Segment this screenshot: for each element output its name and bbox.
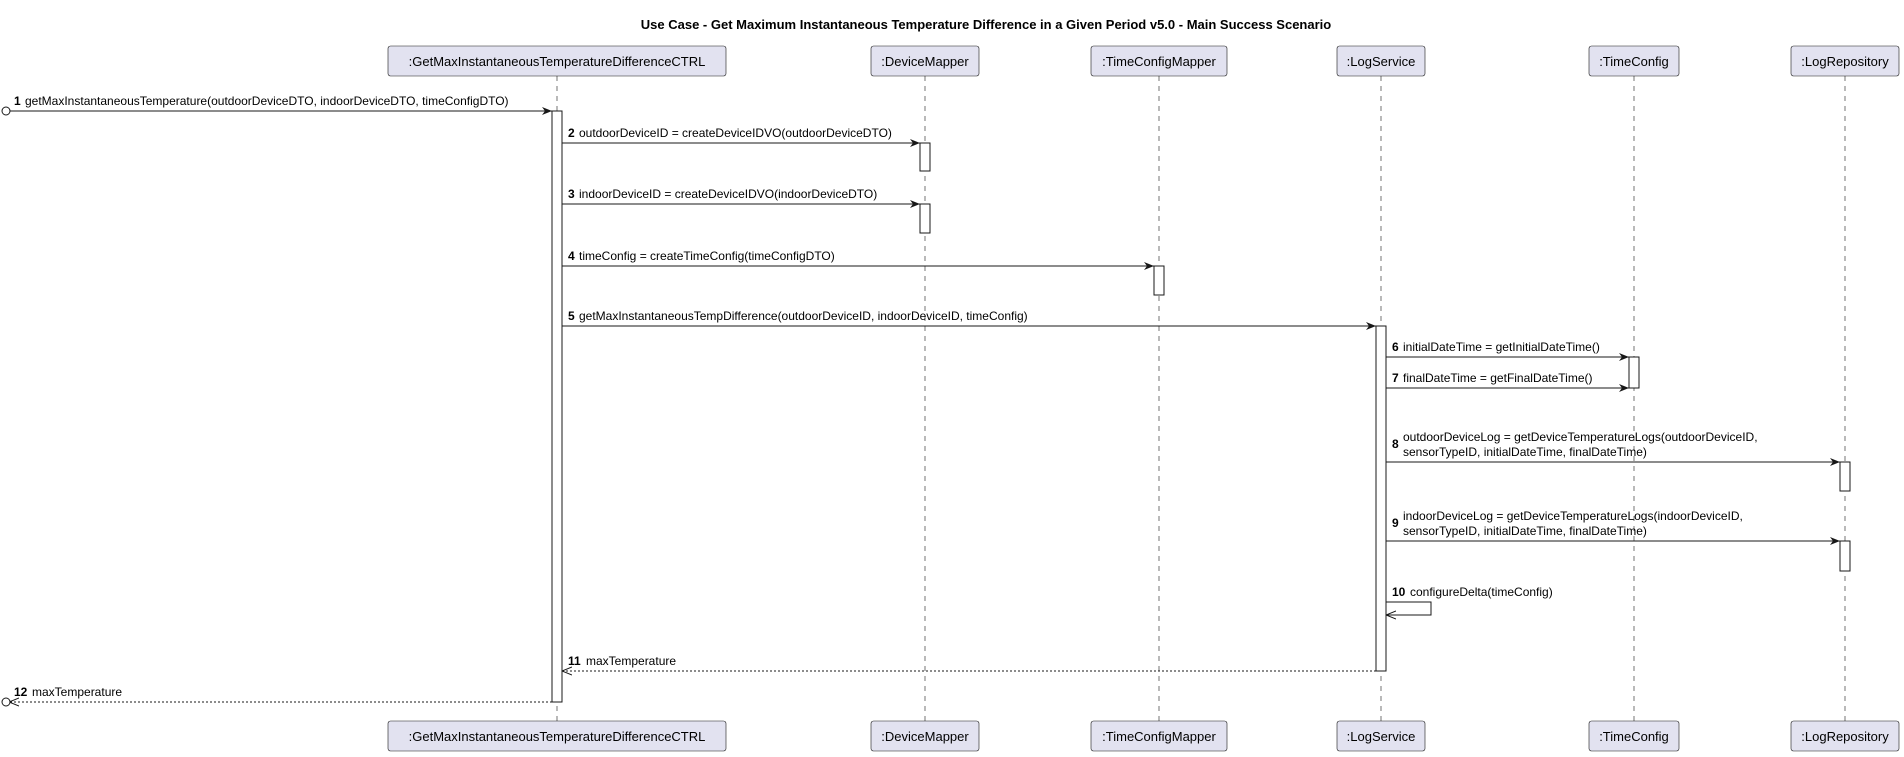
message-number: 6 (1392, 340, 1399, 354)
participant-footer-row: :GetMaxInstantaneousTemperatureDifferenc… (387, 720, 1900, 752)
message-8: 8 outdoorDeviceLog = getDeviceTemperature… (1386, 430, 1840, 466)
message-number: 7 (1392, 371, 1399, 385)
message-label: indoorDeviceID = createDeviceIDVO(indoor… (579, 187, 877, 201)
participant-tcmap-bottom: :TimeConfigMapper (1090, 720, 1228, 752)
message-number: 10 (1392, 585, 1406, 599)
participant-label: :TimeConfigMapper (1102, 729, 1216, 744)
activation-bars (551, 110, 1851, 703)
message-number: 8 (1392, 437, 1399, 451)
participant-label: :TimeConfig (1599, 54, 1669, 69)
participant-label: :DeviceMapper (881, 54, 969, 69)
participant-label: :TimeConfig (1599, 729, 1669, 744)
message-label: sensorTypeID, initialDateTime, finalDate… (1403, 445, 1647, 459)
message-number: 9 (1392, 516, 1399, 530)
participant-box (387, 720, 727, 752)
participant-box (1790, 720, 1900, 752)
message-number: 12 (14, 685, 28, 699)
participant-header-row: :GetMaxInstantaneousTemperatureDifferenc… (387, 45, 1900, 77)
message-5: 5 getMaxInstantaneousTempDifference(outdo… (562, 309, 1376, 330)
participant-box (870, 720, 980, 752)
participant-logsvc-bottom: :LogService (1336, 720, 1426, 752)
participant-box (1090, 45, 1228, 77)
activation-bar-logrepo (1839, 461, 1851, 492)
message-number: 1 (14, 94, 21, 108)
found-message-endpoint (1, 106, 11, 116)
message-4: 4 timeConfig = createTimeConfig(timeConfi… (562, 249, 1154, 270)
activation-bar-devmap (919, 203, 931, 234)
activation-bar-devmap (919, 142, 931, 172)
message-label: outdoorDeviceLog = getDeviceTemperatureL… (1403, 430, 1758, 444)
participant-devmap-bottom: :DeviceMapper (870, 720, 980, 752)
participant-tcmap-top: :TimeConfigMapper (1090, 45, 1228, 77)
message-label: initialDateTime = getInitialDateTime() (1403, 340, 1600, 354)
message-number: 3 (568, 187, 575, 201)
message-label: getMaxInstantaneousTempDifference(outdoo… (579, 309, 1028, 323)
participant-label: :GetMaxInstantaneousTemperatureDifferenc… (409, 54, 706, 69)
activation-bar-logsvc (1375, 325, 1387, 672)
message-label: finalDateTime = getFinalDateTime() (1403, 371, 1593, 385)
participant-ctrl-bottom: :GetMaxInstantaneousTemperatureDifferenc… (387, 720, 727, 752)
message-10: 10 configureDelta(timeConfig) (1386, 585, 1553, 615)
message-12: 12 maxTemperature (1, 685, 552, 707)
message-label: configureDelta(timeConfig) (1410, 585, 1553, 599)
participant-box (1588, 720, 1680, 752)
activation-bar-tc (1628, 356, 1640, 389)
participant-logrepo-bottom: :LogRepository (1790, 720, 1900, 752)
participant-label: :LogRepository (1801, 54, 1889, 69)
message-label: maxTemperature (32, 685, 122, 699)
self-call-arrow (1386, 601, 1432, 615)
participant-label: :LogService (1347, 729, 1416, 744)
activation-bar-ctrl (551, 110, 563, 703)
message-9: 9 indoorDeviceLog = getDeviceTemperatureL… (1386, 509, 1840, 545)
message-number: 5 (568, 309, 575, 323)
participant-box (1790, 45, 1900, 77)
participant-label: :LogRepository (1801, 729, 1889, 744)
message-1: 1 getMaxInstantaneousTemperature(outdoorD… (1, 94, 552, 116)
activation-bar-tcmap (1153, 265, 1165, 296)
participant-tc-bottom: :TimeConfig (1588, 720, 1680, 752)
participant-box (387, 45, 727, 77)
message-7: 7 finalDateTime = getFinalDateTime() (1386, 371, 1629, 392)
participant-label: :LogService (1347, 54, 1416, 69)
participant-box (870, 45, 980, 77)
activation-bar-logrepo (1839, 540, 1851, 572)
lost-message-endpoint (1, 697, 11, 707)
message-label: indoorDeviceLog = getDeviceTemperatureLo… (1403, 509, 1743, 523)
participant-box (1336, 720, 1426, 752)
participant-box (1588, 45, 1680, 77)
message-number: 2 (568, 126, 575, 140)
message-3: 3 indoorDeviceID = createDeviceIDVO(indoo… (562, 187, 920, 208)
message-label: getMaxInstantaneousTemperature(outdoorDe… (25, 94, 509, 108)
message-6: 6 initialDateTime = getInitialDateTime() (1386, 340, 1629, 361)
message-label: maxTemperature (586, 654, 676, 668)
messages: 1 getMaxInstantaneousTemperature(outdoorD… (1, 94, 1840, 707)
message-number: 4 (568, 249, 575, 263)
message-label: outdoorDeviceID = createDeviceIDVO(outdo… (579, 126, 892, 140)
lifelines (556, 76, 1846, 721)
message-2: 2 outdoorDeviceID = createDeviceIDVO(outd… (562, 126, 920, 147)
message-label: sensorTypeID, initialDateTime, finalDate… (1403, 524, 1647, 538)
participant-tc-top: :TimeConfig (1588, 45, 1680, 77)
participant-box (1336, 45, 1426, 77)
participant-label: :TimeConfigMapper (1102, 54, 1216, 69)
participant-logsvc-top: :LogService (1336, 45, 1426, 77)
message-number: 11 (568, 654, 581, 668)
message-label: timeConfig = createTimeConfig(timeConfig… (579, 249, 835, 263)
diagram-title: Use Case - Get Maximum Instantaneous Tem… (641, 17, 1332, 32)
participant-label: :DeviceMapper (881, 729, 969, 744)
participant-devmap-top: :DeviceMapper (870, 45, 980, 77)
participant-box (1090, 720, 1228, 752)
participant-logrepo-top: :LogRepository (1790, 45, 1900, 77)
participant-label: :GetMaxInstantaneousTemperatureDifferenc… (409, 729, 706, 744)
participant-ctrl-top: :GetMaxInstantaneousTemperatureDifferenc… (387, 45, 727, 77)
message-11: 11 maxTemperature (562, 654, 1376, 671)
